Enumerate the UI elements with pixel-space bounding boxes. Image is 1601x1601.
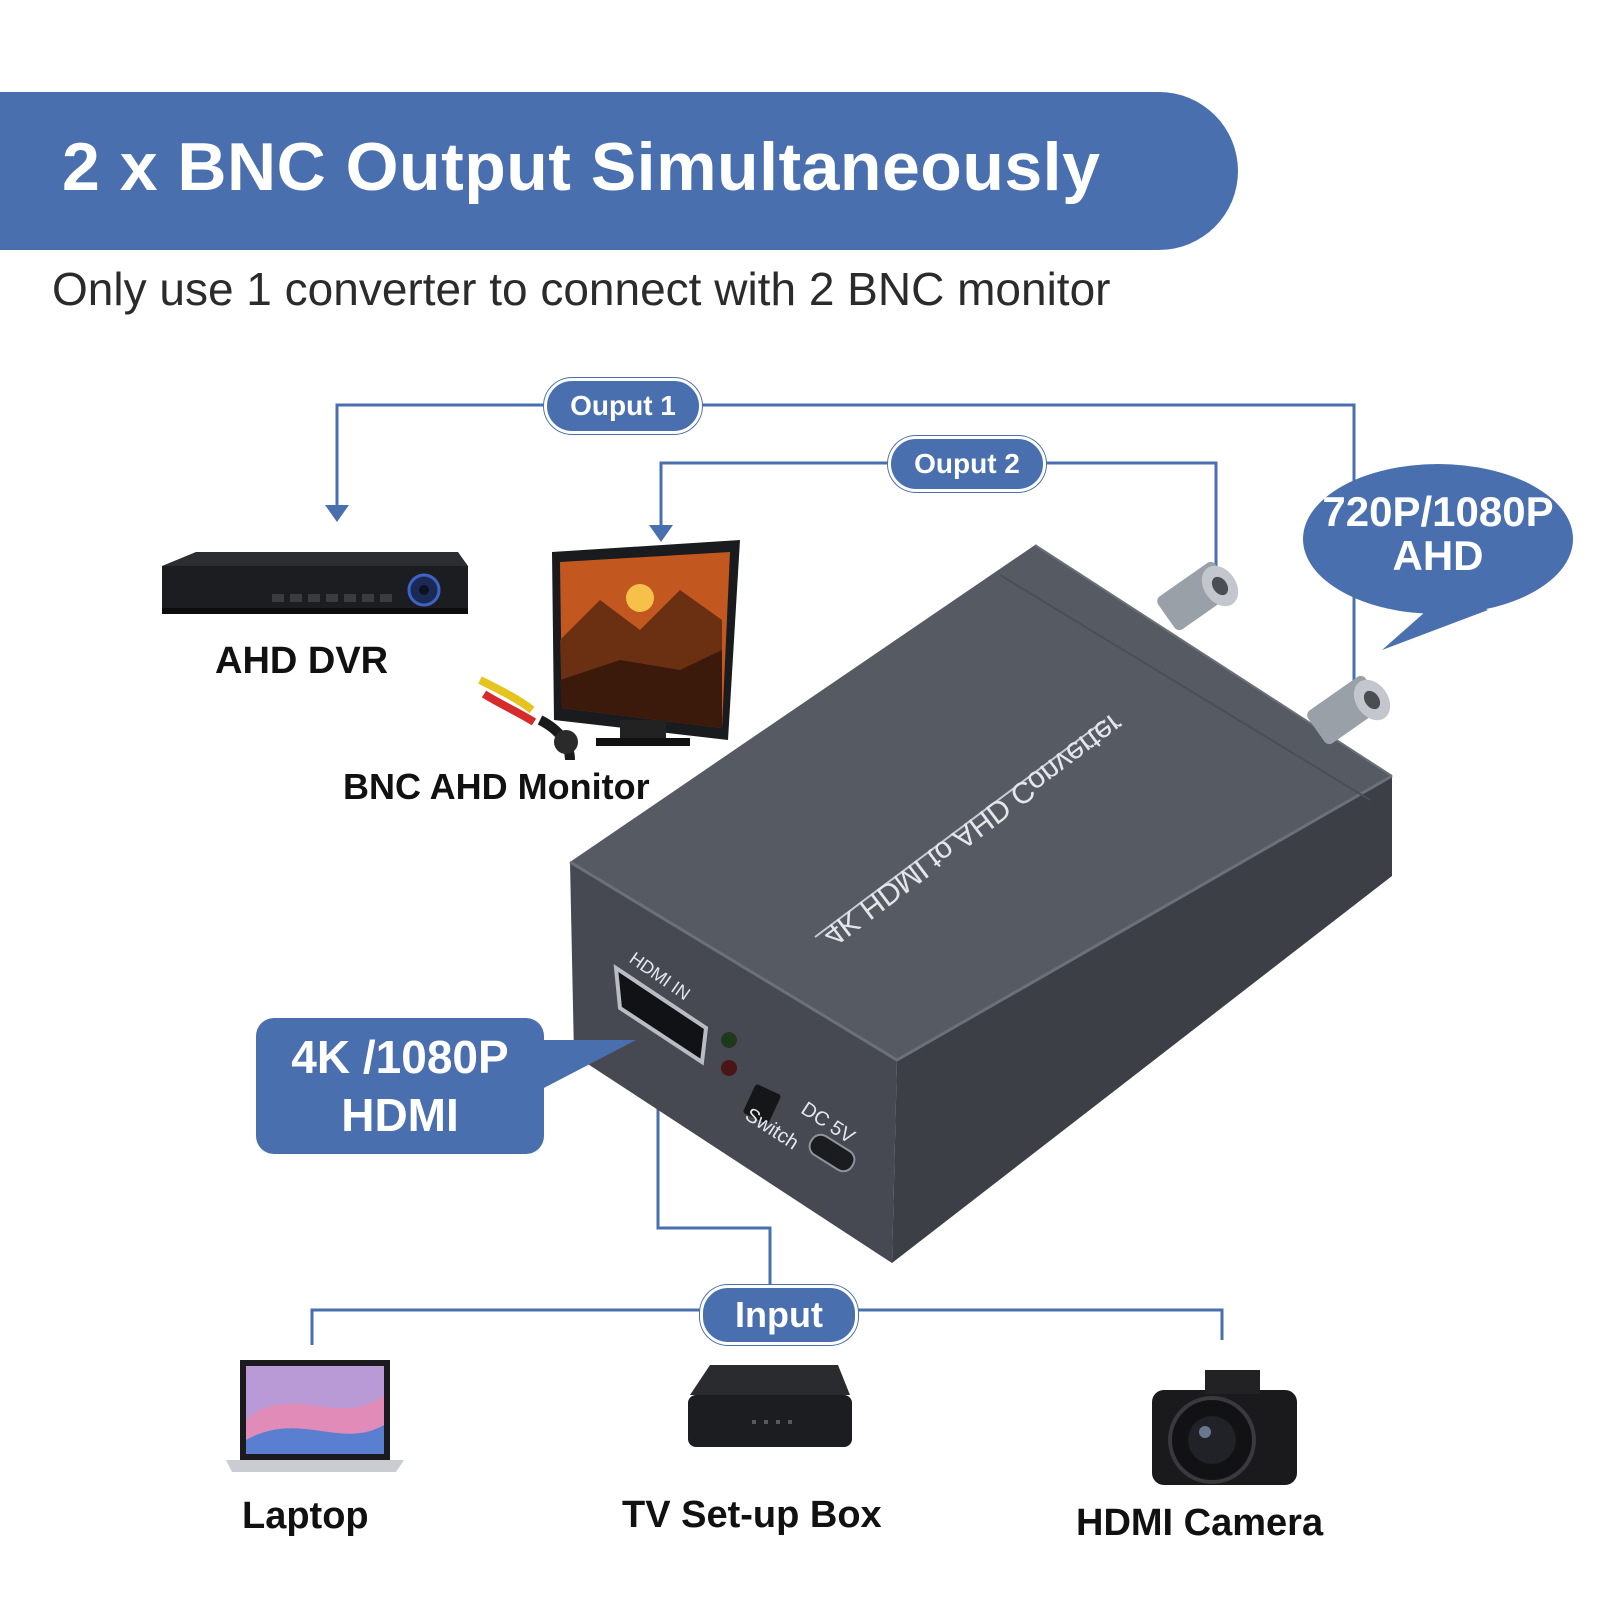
monitor-image	[478, 540, 740, 761]
output-format-callout: 720P/1080P AHD	[1303, 464, 1573, 614]
header-banner	[0, 92, 1238, 250]
input-format-line1: 4K /1080P	[291, 1031, 509, 1083]
laptop-label: Laptop	[242, 1495, 369, 1537]
laptop-image	[226, 1360, 404, 1472]
input-tag: Input	[700, 1285, 858, 1345]
tv-box-label: TV Set-up Box	[622, 1494, 882, 1536]
input-trunk-line	[656, 1037, 772, 1290]
input-format-line2: HDMI	[341, 1089, 459, 1141]
page-title: 2 x BNC Output Simultaneously	[62, 129, 1101, 205]
converter-device	[569, 544, 1393, 1263]
bnc-connector-2	[1307, 675, 1391, 745]
camera-label: HDMI Camera	[1076, 1502, 1324, 1544]
input-format-callout: 4K /1080P HDMI	[256, 1018, 544, 1154]
dvr-label: AHD DVR	[215, 640, 389, 682]
callout-tail	[540, 1040, 636, 1090]
bnc-connector-1	[1157, 561, 1239, 631]
arrow-down-icon	[649, 525, 673, 542]
output-1-tag: Ouput 1	[544, 378, 702, 434]
tv-box-image	[688, 1365, 852, 1447]
output-format-line1: 720P/1080P	[1322, 488, 1554, 535]
output-format-line2: AHD	[1392, 532, 1484, 579]
output-2-tag: Ouput 2	[888, 436, 1046, 492]
output-1-line	[335, 403, 1356, 690]
monitor-label: BNC AHD Monitor	[343, 766, 650, 807]
dvr-image	[162, 552, 468, 614]
camera-image	[1152, 1370, 1297, 1485]
arrow-down-icon	[325, 505, 349, 522]
page-subtitle: Only use 1 converter to connect with 2 B…	[52, 263, 1111, 315]
